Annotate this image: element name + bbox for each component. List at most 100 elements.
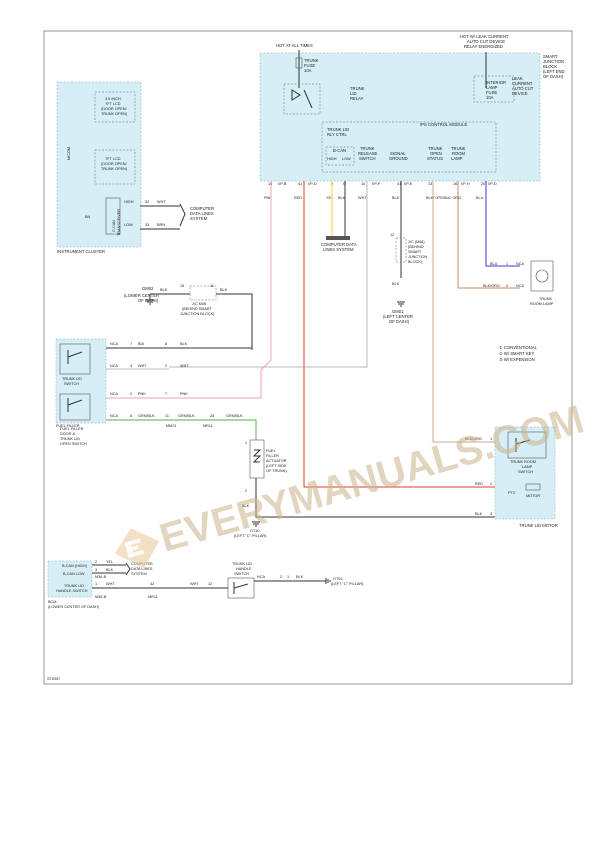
svg-text:2: 2 (130, 392, 132, 396)
connector-tag-mm21: MM21 (166, 424, 177, 428)
svg-text:SWITCH: SWITCH (234, 572, 249, 576)
svg-text:(LOWER CENTER OF DASH): (LOWER CENTER OF DASH) (48, 605, 100, 609)
instrument-cluster-label: INSTRUMENT CLUSTER (57, 249, 105, 254)
svg-text:(LOWER CENTER: (LOWER CENTER (124, 293, 159, 298)
motor-icon (525, 483, 541, 491)
svg-text:LINES SYSTEM: LINES SYSTEM (323, 247, 354, 252)
svg-text:TRUNK LID: TRUNK LID (327, 127, 349, 132)
svg-text:(LEFT "C" PILLAR): (LEFT "C" PILLAR) (331, 582, 364, 586)
switch-row-4: NCA 6 GRN/BLK 11 GRN/BLK 28 GRN/BLK (106, 414, 257, 440)
svg-text:BUI/ ORG: BUI/ ORG (444, 196, 461, 200)
interior-lamp-fuse-box (473, 75, 515, 103)
ips-high-label: HIGH (327, 157, 337, 161)
svg-text:WHT: WHT (190, 582, 199, 586)
svg-text:TRUNK: TRUNK (428, 146, 443, 151)
svg-text:DATA LINES: DATA LINES (131, 567, 153, 571)
svg-text:WHT: WHT (180, 364, 189, 368)
cluster-wire-low: BRN (157, 223, 165, 227)
svg-text:OF DASH): OF DASH) (543, 74, 564, 79)
motor-pin-rows: BLK/ORG 1 RED 2 BLK 3 (465, 437, 492, 516)
svg-text:I/P-E: I/P-E (404, 182, 413, 186)
lcd-tft (94, 149, 136, 185)
bcm-label: BCM (LOWER CENTER OF DASH) (48, 600, 100, 609)
svg-text:SYSTEM: SYSTEM (190, 216, 208, 221)
svg-text:BLK: BLK (392, 196, 400, 200)
svg-text:WHT: WHT (106, 582, 115, 586)
svg-text:42: 42 (150, 582, 154, 586)
svg-text:NCA: NCA (110, 364, 118, 368)
cluster-low: LOW (124, 223, 133, 227)
svg-text:TFT LCD: TFT LCD (105, 157, 121, 161)
svg-text:NCA: NCA (110, 342, 118, 346)
trunk-lid-switch-label: TRUNK LID SWITCH (62, 377, 82, 386)
svg-text:DATA LINES: DATA LINES (190, 211, 214, 216)
svg-text:FILLER: FILLER (266, 454, 279, 458)
svg-text:GROUND: GROUND (389, 156, 408, 161)
wht-wire (169, 181, 368, 368)
svg-text:OPEN: OPEN (430, 151, 442, 156)
svg-text:SYSTEM: SYSTEM (131, 572, 147, 576)
svg-text:LAMP: LAMP (486, 85, 498, 90)
svg-text:② W/ SMART KEY: ② W/ SMART KEY (499, 351, 534, 356)
svg-text:JUNCTION BLOCK): JUNCTION BLOCK) (180, 312, 215, 316)
svg-text:BLOCK): BLOCK) (408, 260, 423, 264)
svg-text:BLU: BLU (490, 262, 498, 266)
jc-m08-pin: 12 (390, 233, 394, 237)
actuator-coil-icon (252, 449, 262, 463)
jc-m08-lower-label: J/C M08 (BEHIND SMART JUNCTION BLOCK) (180, 302, 215, 316)
svg-text:① CONVENTIONAL: ① CONVENTIONAL (499, 345, 538, 350)
svg-text:8: 8 (165, 342, 167, 346)
trunk-room-lamp-switch-label: TRUNK ROOM LAMP SWITCH (510, 460, 536, 474)
svg-text:ACTUATOR: ACTUATOR (266, 459, 287, 463)
option-legend: ① CONVENTIONAL ② W/ SMART KEY ③ W/ EXPEN… (499, 345, 538, 362)
svg-text:6: 6 (343, 182, 345, 186)
svg-text:(LEFT "C" PILLAR): (LEFT "C" PILLAR) (234, 534, 267, 538)
ips-open-status: TRUNK OPEN STATUS (427, 146, 443, 161)
svg-text:SIGNAL: SIGNAL (390, 151, 406, 156)
gm01-label: GM01 (LEFT CENTER OF DASH) (383, 309, 413, 324)
gm02-wire-label: BLK (160, 288, 168, 292)
svg-text:10A: 10A (486, 95, 494, 100)
cluster-wire-high: WHT (157, 200, 166, 204)
svg-text:NCA: NCA (257, 575, 265, 579)
actuator-pin-1: 1 (245, 441, 247, 445)
gt10-label: GT10 (LEFT "C" PILLAR) (234, 529, 267, 538)
lcd-35-label: 3.5 INCH TFT LCD (DOOR OPEN/ TRUNK OPEN) (101, 97, 128, 116)
svg-text:SWITCH: SWITCH (518, 470, 533, 474)
trunk-room-lamp-label: TRUNK ROOM LAMP (530, 297, 554, 306)
hot-leak-line3: RELAY ENERGIZED (464, 44, 503, 49)
can-transceiver-label-2: TRANSCEIVER (117, 209, 121, 236)
svg-text:TRUNK: TRUNK (350, 86, 365, 91)
jc-m08-connector (395, 237, 407, 263)
switch-row-3: NCA 2 PNK 7 PNK (106, 378, 262, 399)
svg-text:COMPUTER DATA: COMPUTER DATA (321, 242, 357, 247)
trunk-room-lamp-switch (507, 431, 547, 459)
blu-wire (485, 181, 520, 267)
svg-text:PNK: PNK (138, 392, 146, 396)
svg-text:NCA: NCA (516, 262, 524, 266)
gt02-label: GT02 (LEFT "C" PILLAR) (331, 577, 364, 586)
svg-text:BLOCK: BLOCK (543, 64, 557, 69)
svg-text:3: 3 (490, 512, 492, 516)
svg-text:(BEHIND SMART: (BEHIND SMART (182, 307, 213, 311)
instrument-cluster (56, 81, 142, 248)
svg-text:J/C (M08): J/C (M08) (408, 240, 425, 244)
ptc-label: PTC (508, 491, 516, 495)
svg-text:PNK: PNK (180, 392, 188, 396)
svg-text:B-CAN LOW: B-CAN LOW (63, 572, 85, 576)
room-lamp-row-1: BLU 1 NCA (490, 262, 524, 266)
svg-text:TRUNK ROOM: TRUNK ROOM (510, 460, 536, 464)
svg-text:MR11: MR11 (148, 595, 158, 599)
svg-text:(LEFT END: (LEFT END (543, 69, 565, 74)
gm02-wire (150, 293, 253, 350)
ground-icon (397, 301, 405, 307)
svg-text:SMART: SMART (408, 250, 422, 254)
svg-text:2: 2 (506, 284, 508, 288)
micom-label: MICOM (67, 147, 71, 160)
svg-text:NCA: NCA (516, 284, 524, 288)
can-transceiver (105, 197, 121, 235)
cluster-high: HIGH (124, 200, 134, 204)
lamp-bulb-icon (535, 269, 549, 283)
svg-text:2: 2 (165, 364, 167, 368)
svg-text:CURRENT: CURRENT (512, 81, 533, 86)
